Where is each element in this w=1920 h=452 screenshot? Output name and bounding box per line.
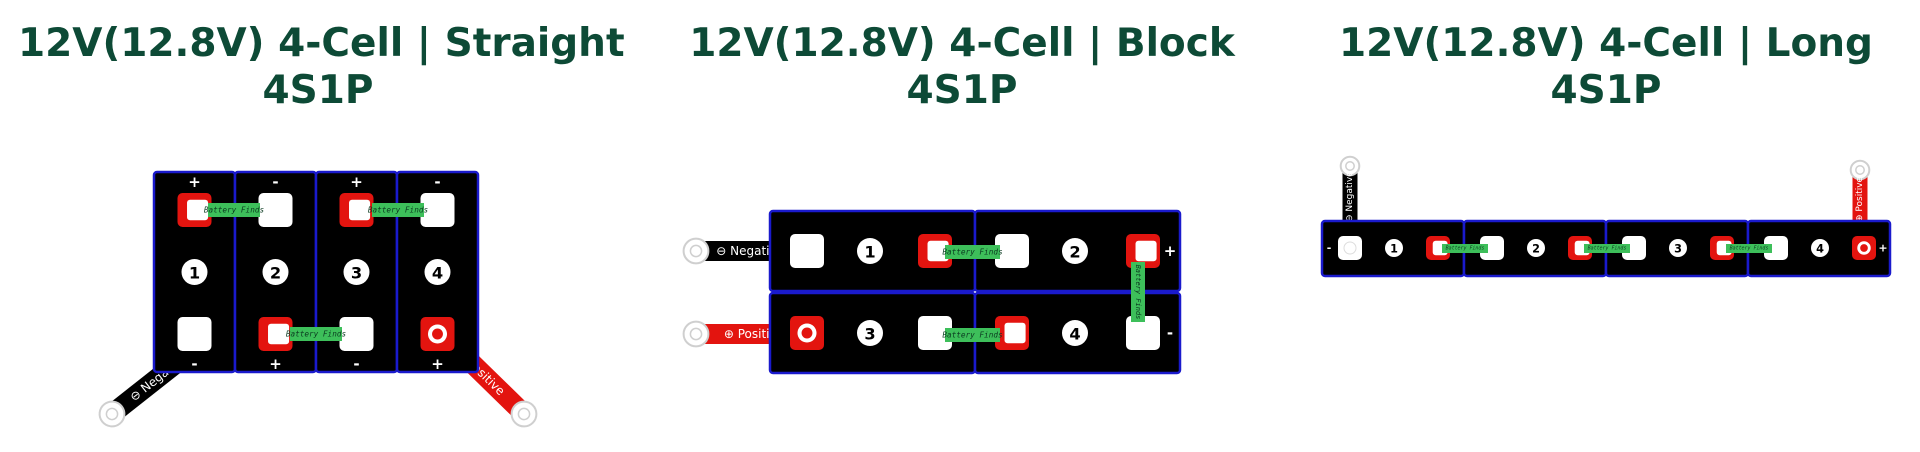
- long-negative-lead: ⊖ Negative: [1339, 155, 1361, 232]
- block-busbar-1: [945, 245, 1000, 259]
- straight-top-terminal-4: [420, 193, 455, 227]
- long-cell-number-4-circle: [1811, 239, 1829, 257]
- straight-bottom-terminal-3: [339, 317, 374, 351]
- long-cell-number-3-circle: [1669, 239, 1687, 257]
- straight-bottom-terminal-1: [177, 317, 212, 351]
- block-title-line1: 12V(12.8V) 4-Cell | Block: [689, 21, 1235, 66]
- long-busbar-3-label: Battery Finds: [1730, 246, 1769, 252]
- block-title: 12V(12.8V) 4-Cell | Block 4S1P: [662, 20, 1262, 114]
- straight-top-terminal-1-pad: [187, 199, 209, 221]
- block-cell-3-negative-terminal: [918, 316, 952, 350]
- long-negative-terminal-3: [1622, 236, 1646, 260]
- block-cell-number-4-circle: [1062, 320, 1088, 346]
- straight-title-line2: 4S1P: [262, 68, 374, 113]
- straight-bottom-sign-4: +: [431, 355, 444, 373]
- long-positive-lead-strap: [1852, 170, 1868, 232]
- long-title-line1: 12V(12.8V) 4-Cell | Long: [1339, 21, 1873, 66]
- long-cell-number-1-circle: [1385, 239, 1403, 257]
- straight-busbar-2-label: Battery Finds: [286, 330, 347, 339]
- straight-cell-number-2-circle: [262, 259, 289, 285]
- long-cell-number-3: 3: [1674, 243, 1682, 256]
- straight-cell-number-4: 4: [432, 264, 443, 283]
- block-negative-label: ⊖ Negative: [716, 244, 784, 258]
- straight-title: 12V(12.8V) 4-Cell | Straight 4S1P: [18, 20, 625, 114]
- long-title-line2: 4S1P: [1550, 68, 1662, 113]
- long-busbar-3: [1726, 244, 1772, 253]
- long-busbar-2: [1584, 244, 1630, 253]
- long-negative-label: ⊖ Negative: [1345, 171, 1355, 222]
- straight-bottom-sign-1: -: [191, 355, 197, 373]
- long-negative-lead-eyelet-hole: [1345, 161, 1355, 171]
- long-busbar-1-label: Battery Finds: [1446, 246, 1485, 252]
- straight-top-sign-3: +: [350, 173, 363, 191]
- straight-busbar-3-label: Battery Finds: [368, 206, 429, 215]
- long-plus-sign: +: [1878, 242, 1887, 255]
- straight-busbar-3: [372, 203, 424, 217]
- block-busbar-2: [945, 328, 1000, 342]
- block-negative-lead-eyelet-hole: [689, 244, 703, 258]
- long-cell-number-2-circle: [1527, 239, 1545, 257]
- block-cell-1-positive-terminal-pad: [927, 240, 949, 262]
- block-cell-2-negative-terminal: [995, 234, 1029, 268]
- straight-busbar-1: [208, 203, 260, 217]
- block-busbar-3: [1131, 262, 1145, 322]
- long-title: 12V(12.8V) 4-Cell | Long 4S1P: [1306, 20, 1906, 114]
- block-busbar-3-label: Battery Finds: [1134, 265, 1142, 320]
- long-positive-label: ⊕ Positive: [1855, 176, 1865, 222]
- long-negative-terminal-1-ring: [1343, 241, 1357, 255]
- straight-top-sign-4: -: [434, 173, 440, 191]
- straight-cell-number-1-circle: [181, 259, 208, 285]
- long-cell-number-2: 2: [1532, 243, 1540, 256]
- straight-cell-number-4-circle: [424, 259, 451, 285]
- straight-top-terminal-3-pad: [349, 199, 371, 221]
- straight-bottom-terminal-4-ring-core: [432, 328, 443, 340]
- long-positive-lead-eyelet-hole: [1855, 165, 1865, 175]
- straight-cell-number-3-circle: [343, 259, 370, 285]
- straight-bottom-sign-3: -: [353, 355, 359, 373]
- straight-top-sign-1: +: [188, 173, 201, 191]
- block-cell-number-1: 1: [864, 243, 875, 262]
- block-title-line2: 4S1P: [906, 68, 1018, 113]
- block-cell-number-4: 4: [1069, 325, 1080, 344]
- long-positive-terminal-4-ring-core: [1860, 244, 1868, 252]
- long-negative-terminal-2: [1480, 236, 1504, 260]
- block-plus-sign: +: [1164, 242, 1177, 260]
- block-cell-number-3: 3: [864, 325, 875, 344]
- block-cell-1-negative-terminal: [790, 234, 824, 268]
- long-busbar-1: [1442, 244, 1488, 253]
- long-negative-terminal-4: [1764, 236, 1788, 260]
- straight-bottom-sign-2: +: [269, 355, 282, 373]
- block-cell-2-positive-terminal-pad: [1135, 240, 1157, 262]
- block-cell-4-negative-terminal: [1126, 316, 1160, 350]
- block-minus-sign: -: [1167, 324, 1173, 342]
- block-positive-lead-eyelet-hole: [689, 327, 703, 341]
- block-cell-3-positive-terminal-ring-core: [801, 327, 813, 339]
- straight-cell-number-1: 1: [189, 264, 200, 283]
- long-minus-sign: -: [1327, 242, 1332, 255]
- long-positive-lead: ⊕ Positive: [1849, 159, 1871, 232]
- straight-positive-lead-eyelet-hole: [517, 407, 531, 421]
- straight-bottom-terminal-2-pad: [268, 323, 290, 345]
- block-cell-number-3-circle: [857, 320, 883, 346]
- straight-cell-number-2: 2: [270, 264, 281, 283]
- long-cell-number-1: 1: [1390, 243, 1398, 256]
- block-busbar-1-label: Battery Finds: [942, 248, 1003, 257]
- straight-cell-number-3: 3: [351, 264, 362, 283]
- straight-top-terminal-2: [258, 193, 293, 227]
- block-cell-number-2-circle: [1062, 238, 1088, 264]
- block-cell-4-positive-terminal-pad: [1004, 322, 1026, 344]
- block-busbar-2-label: Battery Finds: [942, 331, 1003, 340]
- straight-title-line1: 12V(12.8V) 4-Cell | Straight: [18, 21, 625, 66]
- block-cell-number-2: 2: [1069, 243, 1080, 262]
- straight-busbar-1-label: Battery Finds: [204, 206, 265, 215]
- straight-top-sign-2: -: [272, 173, 278, 191]
- long-negative-lead-strap: [1342, 166, 1358, 232]
- straight-busbar-2: [290, 327, 342, 341]
- long-busbar-2-label: Battery Finds: [1588, 246, 1627, 252]
- long-cell-number-4: 4: [1816, 243, 1824, 256]
- straight-negative-lead-eyelet-hole: [105, 407, 119, 421]
- block-cell-number-1-circle: [857, 238, 883, 264]
